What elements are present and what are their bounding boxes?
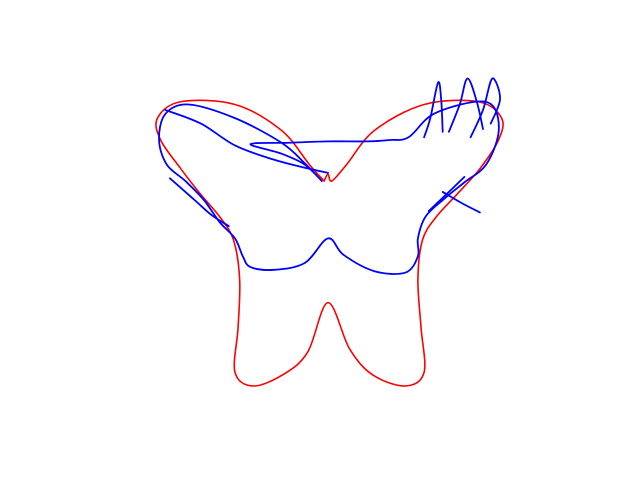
series-line-3 bbox=[169, 177, 230, 227]
series-line-8 bbox=[441, 191, 481, 214]
series-line-7 bbox=[469, 77, 501, 139]
series-layer bbox=[155, 77, 504, 387]
series-line-2 bbox=[164, 109, 329, 174]
series-line-4 bbox=[427, 176, 466, 212]
series-line-6 bbox=[448, 77, 484, 133]
series-line-5 bbox=[423, 81, 444, 139]
series-line-1 bbox=[158, 100, 500, 275]
